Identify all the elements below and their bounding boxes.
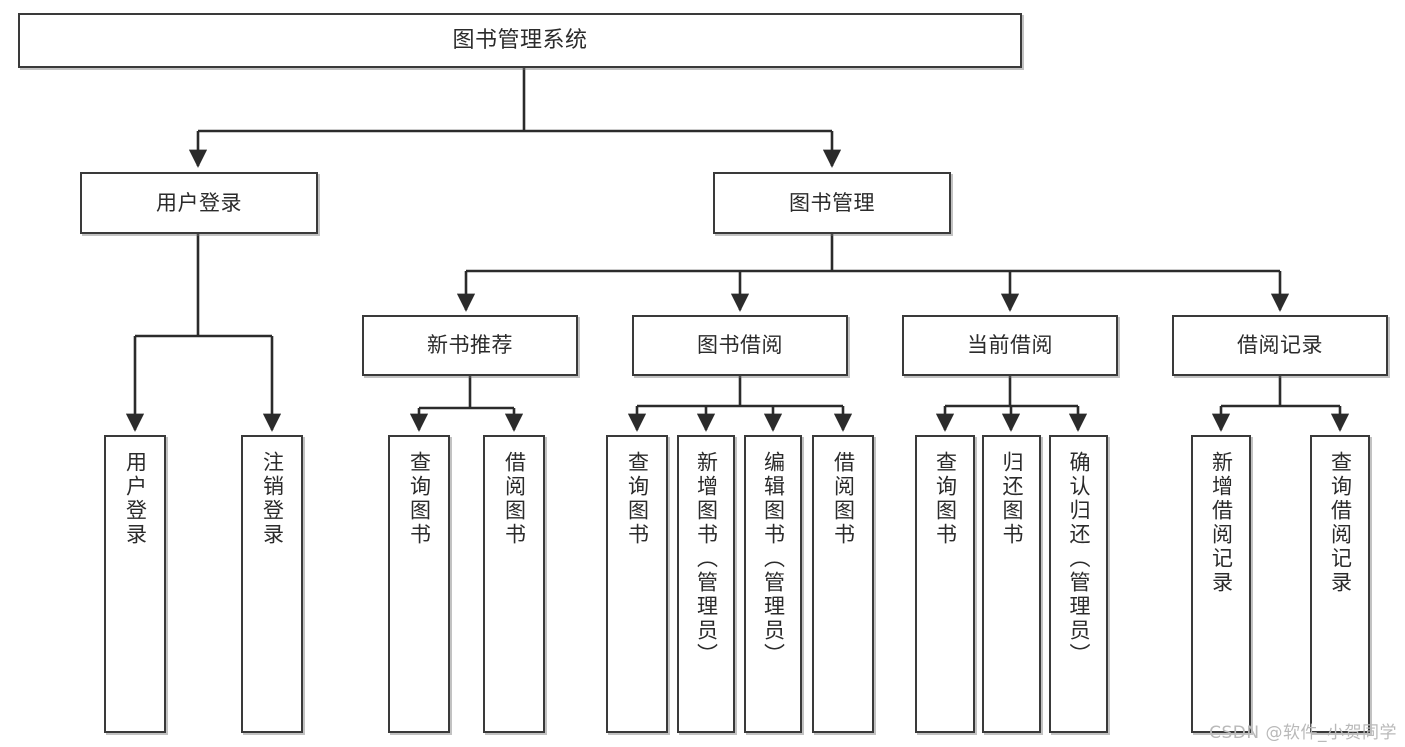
node-leaf-borrow-book-recommend[interactable]: 借阅图书 [483, 435, 545, 733]
node-leaf-add-borrow-record[interactable]: 新增借阅记录 [1191, 435, 1251, 733]
csdn-watermark: CSDN @软件_小贺同学 [1209, 723, 1397, 743]
node-label: 当前借阅 [967, 333, 1053, 358]
node-root-system[interactable]: 图书管理系统 [18, 13, 1022, 68]
node-current-borrow[interactable]: 当前借阅 [902, 315, 1118, 376]
node-label: 确认归还（管理员） [1067, 451, 1091, 667]
node-leaf-query-book-recommend[interactable]: 查询图书 [388, 435, 450, 733]
node-leaf-borrow-book[interactable]: 借阅图书 [812, 435, 874, 733]
node-label: 注销登录 [260, 451, 285, 547]
node-label: 图书管理系统 [452, 27, 588, 53]
node-label: 归还图书 [1000, 451, 1024, 547]
node-leaf-confirm-return-admin[interactable]: 确认归还（管理员） [1049, 435, 1108, 733]
node-leaf-logout[interactable]: 注销登录 [241, 435, 303, 733]
node-leaf-query-borrow-record[interactable]: 查询借阅记录 [1310, 435, 1370, 733]
node-label: 查询图书 [933, 451, 958, 547]
node-leaf-query-book-borrow[interactable]: 查询图书 [606, 435, 668, 733]
node-label: 查询图书 [407, 451, 432, 547]
node-user-login[interactable]: 用户登录 [80, 172, 318, 234]
node-book-management[interactable]: 图书管理 [713, 172, 951, 234]
node-leaf-add-book-admin[interactable]: 新增图书（管理员） [677, 435, 735, 733]
node-leaf-user-login[interactable]: 用户登录 [104, 435, 166, 733]
node-leaf-edit-book-admin[interactable]: 编辑图书（管理员） [744, 435, 802, 733]
node-label: 借阅记录 [1237, 333, 1323, 358]
node-label: 新增借阅记录 [1209, 451, 1234, 595]
node-label: 新增图书（管理员） [694, 451, 719, 667]
node-label: 用户登录 [123, 451, 148, 547]
node-new-book-recommend[interactable]: 新书推荐 [362, 315, 578, 376]
node-book-borrow[interactable]: 图书借阅 [632, 315, 848, 376]
node-label: 新书推荐 [427, 333, 513, 358]
node-leaf-return-book[interactable]: 归还图书 [982, 435, 1041, 733]
node-label: 用户登录 [156, 190, 242, 215]
node-leaf-query-book-current[interactable]: 查询图书 [915, 435, 975, 733]
node-label: 借阅图书 [502, 451, 527, 547]
node-borrow-record[interactable]: 借阅记录 [1172, 315, 1388, 376]
node-label: 借阅图书 [831, 451, 856, 547]
node-label: 编辑图书（管理员） [761, 451, 786, 667]
node-label: 查询图书 [625, 451, 650, 547]
node-label: 图书借阅 [697, 333, 783, 358]
node-label: 图书管理 [789, 190, 875, 215]
node-label: 查询借阅记录 [1328, 451, 1353, 595]
